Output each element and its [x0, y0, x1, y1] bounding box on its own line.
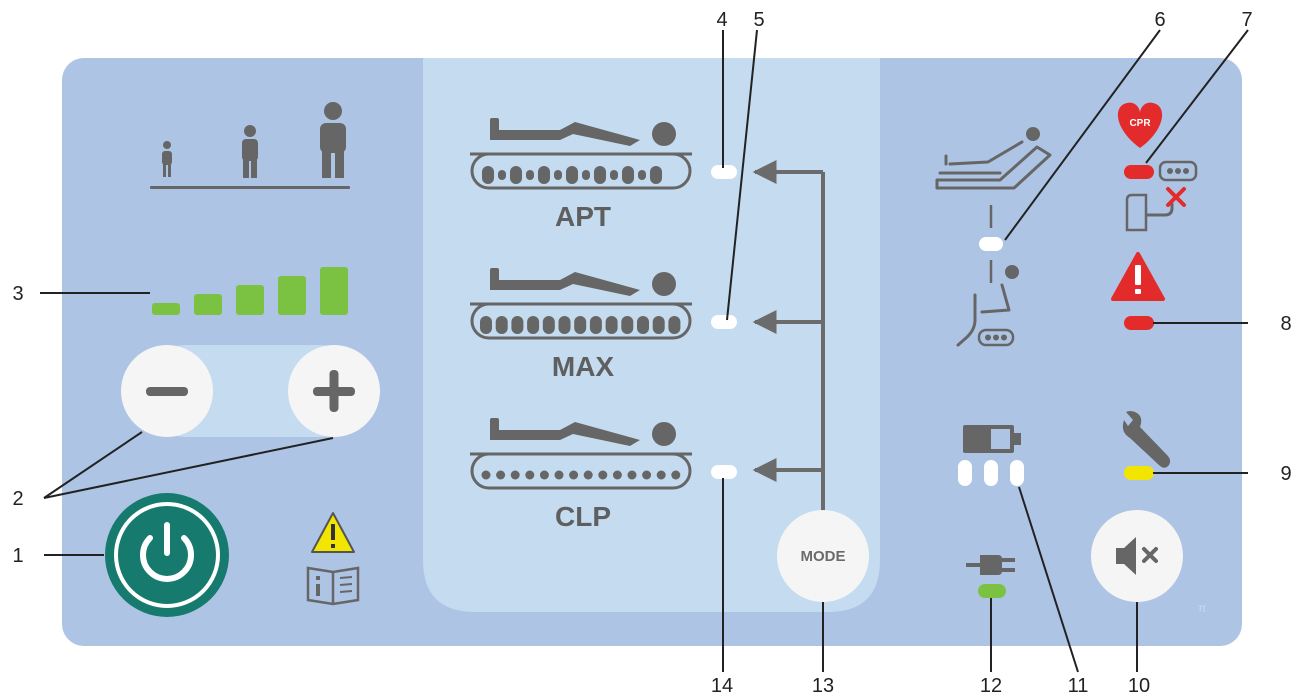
- cpr-label: CPR: [1129, 118, 1151, 129]
- mute-button[interactable]: [1091, 510, 1183, 602]
- callout-11: 11: [1068, 675, 1089, 697]
- callout-4: 4: [716, 9, 727, 31]
- panel-mark: π: [1198, 601, 1206, 615]
- comfort-bar: [152, 303, 180, 315]
- battery-icon: [963, 425, 1021, 453]
- callout-9: 9: [1280, 463, 1291, 485]
- mute-icon: [1116, 537, 1158, 575]
- wrench-icon: [1122, 411, 1171, 468]
- cpr-led: [1124, 165, 1154, 179]
- mode-led: [711, 465, 737, 479]
- plug-icon: [966, 555, 1015, 575]
- callout-8: 8: [1280, 313, 1291, 335]
- mode-label: CLP: [555, 501, 611, 532]
- person-size-scale-icon: [150, 102, 350, 189]
- seating-icon: [956, 265, 1019, 347]
- mode-button[interactable]: MODE: [777, 510, 869, 602]
- callout-7: 7: [1241, 9, 1252, 31]
- power-icon: [140, 522, 194, 582]
- lying-patient-icon: [490, 418, 676, 446]
- mode-label: APT: [555, 201, 611, 232]
- lying-patient-icon: [490, 268, 676, 296]
- mattress-icon: [470, 452, 692, 490]
- callout-13: 13: [812, 675, 834, 697]
- mode-row-clp: CLP: [470, 418, 737, 532]
- comfort-bar: [278, 276, 306, 315]
- power-button[interactable]: [105, 493, 229, 617]
- cpr-heart-icon: CPR: [1117, 102, 1163, 148]
- callout-lines: [40, 29, 1249, 673]
- mattress-icon: [470, 302, 692, 340]
- transport-disconnected-icon: [1125, 160, 1198, 232]
- callout-3: 3: [12, 283, 23, 305]
- seating-led: [979, 237, 1003, 251]
- battery-leds: [958, 460, 1024, 486]
- mattress-icon: [470, 152, 692, 190]
- alarm-triangle-icon: [1111, 252, 1165, 301]
- minus-icon: [146, 387, 188, 396]
- alarm-led: [1124, 316, 1154, 330]
- increase-button[interactable]: [288, 345, 380, 437]
- mode-row-apt: APT: [470, 118, 737, 232]
- warning-manual-icon: [306, 512, 360, 606]
- callout-12: 12: [980, 675, 1002, 697]
- comfort-level-indicator: [152, 267, 348, 315]
- comfort-bar: [236, 285, 264, 315]
- bed-head-up-icon: [935, 127, 1052, 190]
- decrease-button[interactable]: [121, 345, 213, 437]
- callout-10: 10: [1128, 675, 1150, 697]
- battery-led: [984, 460, 998, 486]
- mode-led: [711, 315, 737, 329]
- callout-6: 6: [1154, 9, 1165, 31]
- mains-led: [978, 584, 1006, 598]
- mode-label: MAX: [552, 351, 615, 382]
- service-led: [1124, 466, 1154, 480]
- mode-button-label: MODE: [801, 548, 846, 565]
- lying-patient-icon: [490, 118, 676, 146]
- callout-2: 2: [12, 488, 23, 510]
- plus-icon: [313, 370, 355, 412]
- mode-led: [711, 165, 737, 179]
- callout-14: 14: [711, 675, 733, 697]
- callout-numbers: 1 2 3 4 5 6 7 8 9 10 11 12 13 14: [12, 9, 1291, 697]
- mode-list: APT MAX CLP: [470, 118, 737, 532]
- battery-led: [958, 460, 972, 486]
- mode-row-max: MAX: [470, 268, 737, 382]
- callout-5: 5: [753, 9, 764, 31]
- comfort-bar: [194, 294, 222, 315]
- callout-1: 1: [12, 545, 23, 567]
- battery-led: [1010, 460, 1024, 486]
- mode-select-arrows: [752, 160, 825, 512]
- comfort-bar: [320, 267, 348, 315]
